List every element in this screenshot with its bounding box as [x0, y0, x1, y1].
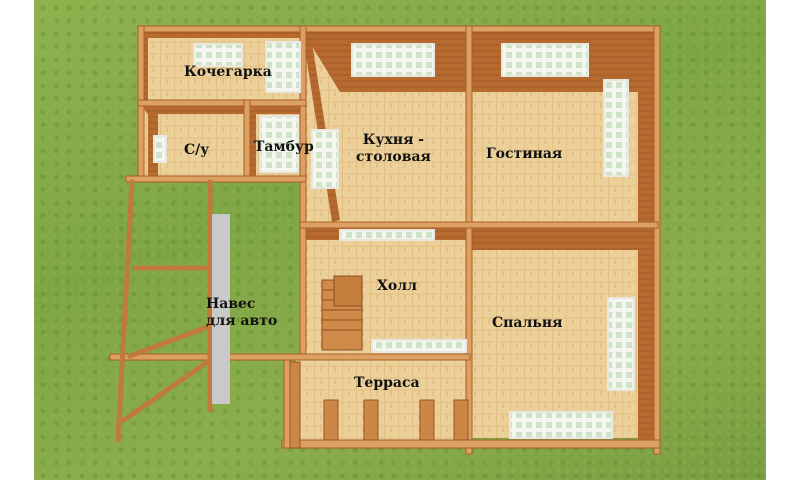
label-kitchen: Кухня - столовая — [356, 132, 431, 166]
label-naves-line2: для авто — [206, 313, 278, 329]
window-kochegarka — [193, 43, 243, 67]
label-living: Гостиная — [486, 146, 563, 162]
door-kochegarka — [265, 41, 301, 93]
label-terrace: Терраса — [354, 375, 420, 391]
window-bedroom-side — [607, 297, 635, 391]
label-su: С/у — [184, 142, 210, 158]
floor-plan-scene: Кочегарка С/у Тамбур Кухня - столовая Го… — [34, 0, 766, 480]
label-kochegarka: Кочегарка — [184, 64, 272, 80]
label-naves-line1: Навес — [206, 296, 256, 312]
terrace-posts — [289, 361, 469, 449]
label-naves: Навес для авто — [206, 296, 277, 330]
window-living-side — [603, 79, 629, 177]
window-hall — [339, 229, 435, 241]
label-tambur: Тамбур — [254, 139, 314, 155]
door-tambur — [259, 115, 299, 173]
stairs — [321, 275, 363, 351]
windows — [153, 41, 635, 439]
floor-plan-drawing — [109, 25, 661, 455]
window-bedroom — [509, 411, 613, 439]
window-kitchen — [351, 43, 435, 77]
window-living — [501, 43, 589, 77]
carport-frame — [115, 179, 213, 443]
window-terrace — [371, 339, 467, 353]
label-kitchen-line1: Кухня - — [362, 132, 425, 148]
label-bedroom: Спальня — [492, 315, 563, 331]
floor-terrace — [296, 358, 472, 440]
window-kitchen-side — [311, 129, 339, 189]
carport-slab — [212, 214, 230, 404]
wall-tops — [109, 25, 661, 455]
label-hall: Холл — [377, 278, 417, 294]
window-su — [153, 135, 167, 163]
label-kitchen-line2: столовая — [356, 149, 431, 165]
